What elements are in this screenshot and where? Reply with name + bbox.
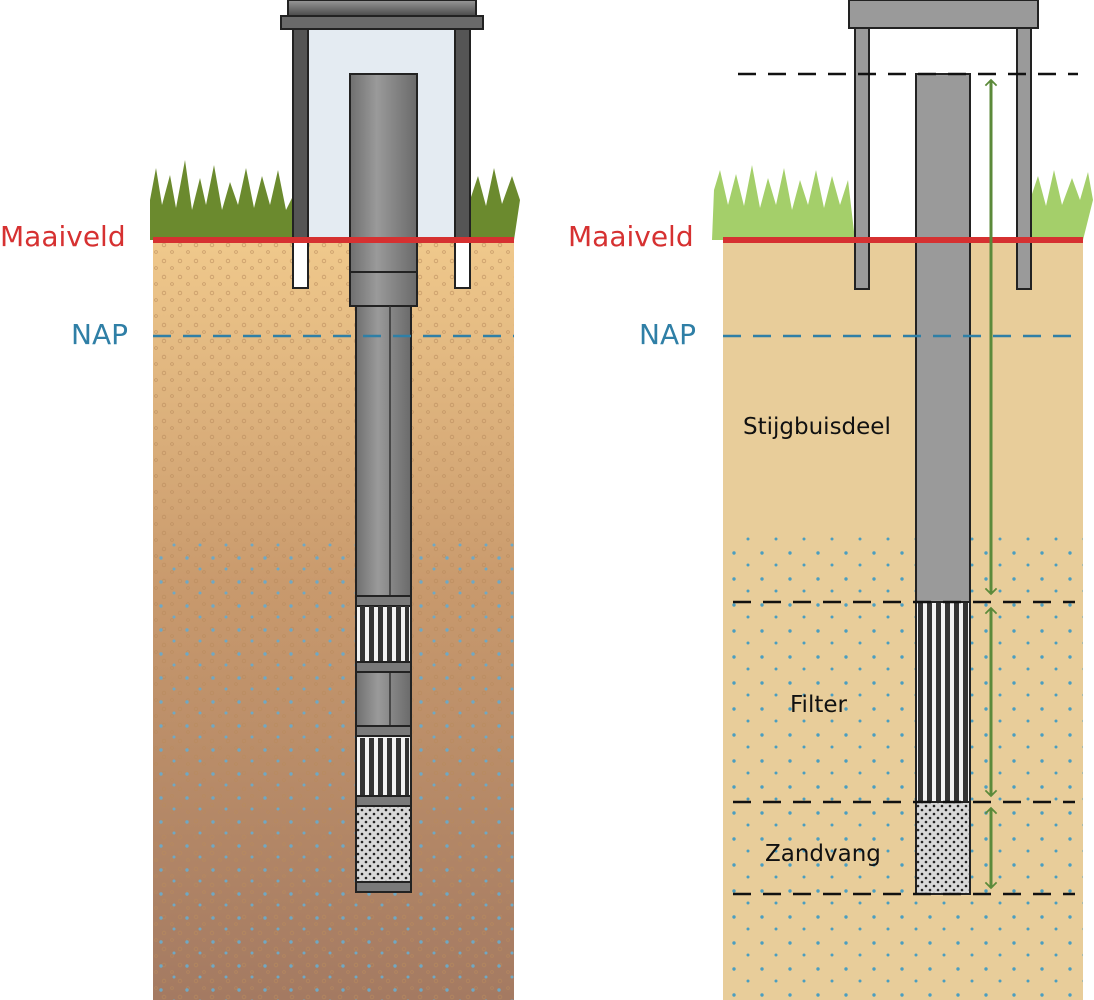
nap-label-left: NAP <box>71 318 128 351</box>
section-label-filter: Filter <box>790 692 848 718</box>
cover-lid-right <box>848 0 1039 29</box>
reference-lines <box>733 72 1078 896</box>
grass-icon <box>150 160 520 240</box>
cover-leg-right-shade <box>456 28 469 238</box>
left-panel: Maaiveld NAP <box>0 0 520 1000</box>
right-panel: Maaiveld NAP Stijgbuisdeel Filter Zandva… <box>568 0 1093 1000</box>
pipe-coupler <box>355 661 412 737</box>
riser-pipe <box>355 305 412 597</box>
filter-slots-2 <box>360 738 409 796</box>
filter-slots-right <box>918 603 968 801</box>
pipe-end-cap <box>355 881 412 893</box>
maaiveld-label-left: Maaiveld <box>0 220 126 253</box>
cover-leg-left-shade <box>294 28 307 238</box>
nap-label-right: NAP <box>639 318 696 351</box>
riser-pipe-right <box>915 73 971 603</box>
maaiveld-line-left <box>153 237 514 243</box>
maaiveld-label-right: Maaiveld <box>568 220 694 253</box>
cover-lid-top <box>287 0 477 17</box>
section-label-zandvang: Zandvang <box>765 841 881 867</box>
filter-slots-1 <box>360 606 409 662</box>
sand-trap-right <box>915 801 971 895</box>
filter-ring <box>355 595 412 607</box>
groundwater-dots-right <box>723 535 1083 1000</box>
groundwater-dots <box>153 540 514 1000</box>
grass-icon-right <box>712 165 1093 240</box>
filter-right <box>915 601 971 803</box>
sand-trap <box>355 805 412 883</box>
maaiveld-line-right <box>723 237 1083 243</box>
cover-leg-right-right <box>1016 27 1032 290</box>
cover-lid-rim <box>280 15 484 30</box>
cover-leg-left-right <box>854 27 870 290</box>
section-label-stijgbuisdeel: Stijgbuisdeel <box>743 414 891 440</box>
